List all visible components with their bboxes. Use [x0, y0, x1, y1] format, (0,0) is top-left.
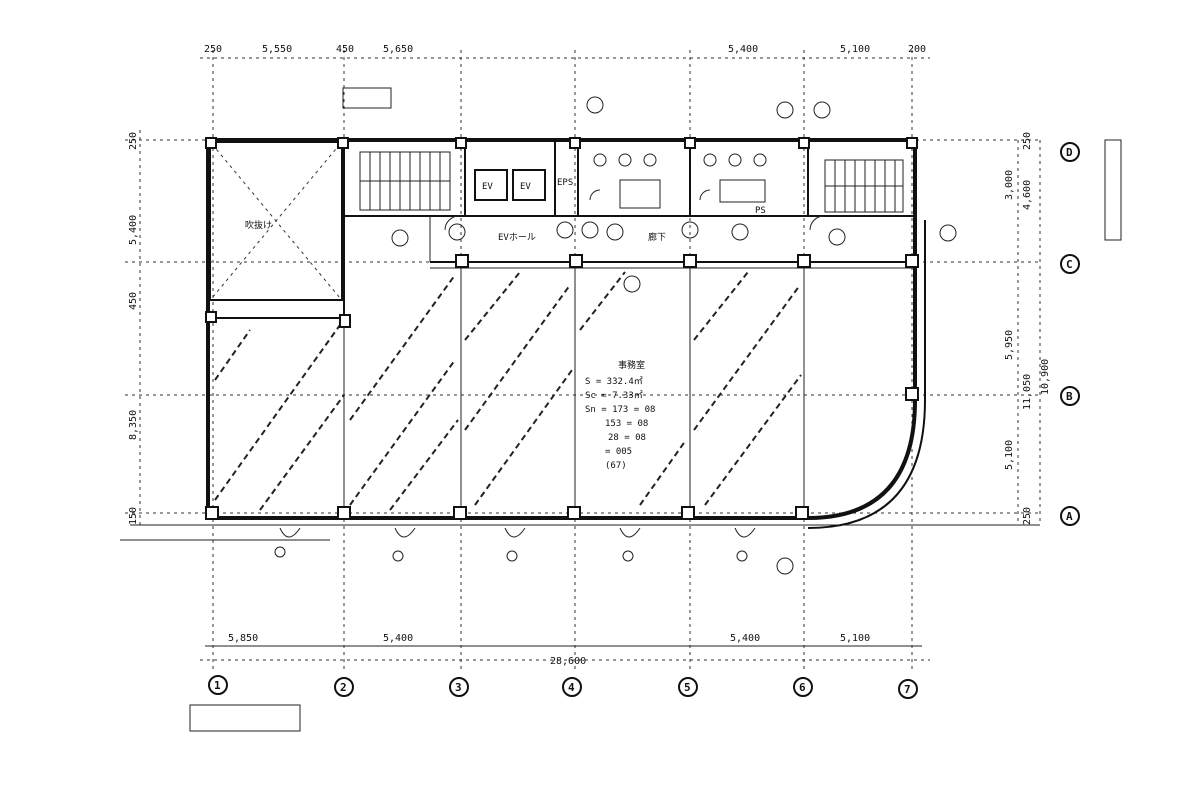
dim-right-6: 5,100	[1004, 440, 1015, 470]
dim-left-2: 450	[128, 292, 139, 310]
dim-top-4: 5,400	[728, 44, 758, 55]
dim-left-3: 8,350	[128, 410, 139, 440]
grid-col-1: 1	[214, 679, 221, 692]
grid-col-3: 3	[455, 681, 462, 694]
grid-col-6: 6	[799, 681, 806, 694]
dim-bottom-0: 5,850	[228, 633, 258, 644]
area-note-2: Sc = 7.33㎡	[585, 390, 643, 401]
dimensions-right: 250 3,000 4,600 5,950 10,900 11,050 5,10…	[1004, 132, 1051, 525]
equipment-markers	[391, 96, 957, 575]
label-corridor: 廊下	[648, 231, 666, 243]
label-ev-1: EV	[482, 182, 493, 192]
dim-right-5: 11,050	[1022, 374, 1033, 410]
grid-col-4: 4	[568, 681, 575, 694]
area-note-5: 28 = 08	[608, 433, 646, 443]
area-note-6: = 005	[605, 447, 632, 457]
dim-right-2: 4,600	[1022, 180, 1033, 210]
area-note-4: 153 = 08	[605, 419, 648, 429]
void-diagonals	[211, 143, 341, 299]
dimensions-top: 250 5,550 450 5,650 5,400 5,100 200	[204, 44, 926, 55]
dim-top-5: 5,100	[840, 44, 870, 55]
dimensions-left: 250 5,400 450 8,350 150	[128, 132, 139, 525]
building-walls	[206, 138, 926, 529]
dim-right-4: 10,900	[1040, 359, 1051, 395]
area-note-0: 事務室	[618, 359, 645, 371]
dim-top-0: 250	[204, 44, 222, 55]
stair-left	[359, 151, 451, 211]
dim-left-4: 150	[128, 507, 139, 525]
dim-right-7: 250	[1022, 507, 1033, 525]
area-note-1: S = 332.4㎡	[585, 376, 643, 387]
area-note: 事務室 S = 332.4㎡ Sc = 7.33㎡ Sn = 173 = 08 …	[585, 359, 655, 471]
office-hatching	[214, 271, 802, 511]
dim-top-6: 200	[908, 44, 926, 55]
elevator-shafts	[474, 169, 546, 201]
grid-row-b: B	[1066, 390, 1073, 403]
room-labels: EV EV EVホール EPS PS 廊下 吹抜け	[245, 178, 766, 243]
label-ev-hall: EVホール	[498, 232, 536, 243]
stair-right	[824, 159, 904, 213]
grid-row-a: A	[1066, 510, 1073, 523]
grid-row-c: C	[1066, 258, 1073, 271]
label-ps: PS	[755, 206, 766, 216]
grid-column-bubbles: 1 2 3 4 5 6 7	[208, 675, 918, 699]
dim-top-3: 5,650	[383, 44, 413, 55]
dim-right-1: 3,000	[1004, 170, 1015, 200]
area-note-3: Sn = 173 = 08	[585, 405, 655, 415]
title-blocks	[189, 87, 1122, 732]
structural-columns	[205, 137, 919, 520]
dim-bottom-3: 5,100	[840, 633, 870, 644]
facade-door-swings	[274, 527, 756, 562]
grid-col-7: 7	[904, 683, 911, 696]
grid-row-d: D	[1066, 146, 1073, 159]
dim-left-1: 5,400	[128, 215, 139, 245]
dimension-lines	[139, 57, 1041, 661]
dim-bottom-2: 5,400	[730, 633, 760, 644]
grid-col-2: 2	[340, 681, 347, 694]
grid-row-bubbles: D C B A	[1060, 142, 1080, 526]
dim-right-3: 5,950	[1004, 330, 1015, 360]
area-note-7: (67)	[605, 461, 627, 471]
dim-top-2: 450	[336, 44, 354, 55]
label-eps: EPS	[557, 178, 573, 188]
label-void: 吹抜け	[245, 219, 272, 231]
toilet-fixtures	[444, 153, 825, 231]
grid-col-5: 5	[684, 681, 691, 694]
dimensions-bottom: 5,850 5,400 5,400 5,100 28,600	[228, 633, 870, 667]
label-ev-2: EV	[520, 182, 531, 192]
dim-right-0: 250	[1022, 132, 1033, 150]
dim-total: 28,600	[550, 656, 586, 667]
dim-top-1: 5,550	[262, 44, 292, 55]
dim-bottom-1: 5,400	[383, 633, 413, 644]
dim-left-0: 250	[128, 132, 139, 150]
